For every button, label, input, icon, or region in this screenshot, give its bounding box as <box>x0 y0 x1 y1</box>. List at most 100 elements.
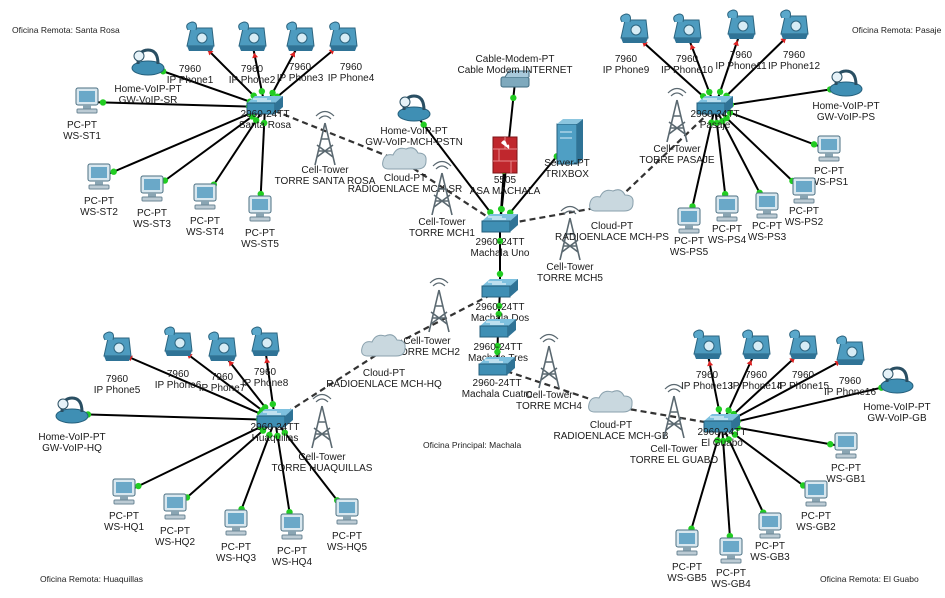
mch-sw3-switch-icon[interactable] <box>479 319 516 338</box>
mch-tower4-tower-icon[interactable] <box>538 333 560 389</box>
cloud-sr-label-line: Cloud-PT <box>384 173 426 184</box>
gb-ph4-phone-icon[interactable] <box>836 335 865 365</box>
gb-pc4-pc-icon[interactable] <box>719 537 743 564</box>
hq-tower-label-line: TORRE HUAQUILLAS <box>272 463 373 474</box>
port-status-light <box>731 431 739 438</box>
gb-sw-label-line: 2960-24TT <box>698 427 747 438</box>
mch-sw4-switch-icon[interactable] <box>478 357 515 376</box>
mch-gw-gateway-icon[interactable] <box>397 94 431 122</box>
gb-pc2-pc-icon[interactable] <box>804 480 828 507</box>
hq-ph4-phone-icon[interactable] <box>251 326 280 356</box>
hq-pc2-pc-icon[interactable] <box>163 493 187 520</box>
ps-gw-gateway-icon[interactable] <box>829 69 863 97</box>
hq-sw-switch-icon[interactable] <box>256 409 293 428</box>
mch-gw-label-line: Home-VoIP-PT <box>380 126 447 137</box>
region-label-pasaje: Oficina Remota: Pasaje <box>852 25 942 35</box>
sr-pc5-pc-icon[interactable] <box>248 195 272 222</box>
ps-ph1-phone-icon[interactable] <box>620 13 649 43</box>
sr-ph4-phone-icon[interactable] <box>329 21 358 51</box>
region-label-el-guabo: Oficina Remota: El Guabo <box>820 574 919 584</box>
gb-pc5-pc-icon[interactable] <box>675 529 699 556</box>
sr-ph1-label-line: IP Phone1 <box>167 75 214 86</box>
gb-ph1-label-line: IP Phone13 <box>681 381 734 392</box>
hq-gw-gateway-icon[interactable] <box>55 396 89 424</box>
cloud-sr-cloud-icon[interactable] <box>382 147 427 170</box>
gb-pc3-label-line: WS-GB3 <box>750 552 790 563</box>
gb-pc5-label-line: PC-PT <box>672 562 702 573</box>
sr-pc3-pc-icon[interactable] <box>140 175 164 202</box>
hq-ph3-label-line: 7960 <box>211 372 234 383</box>
gb-pc2-label-line: WS-GB2 <box>796 522 836 533</box>
hq-pc3-label-line: WS-HQ3 <box>216 553 256 564</box>
ps-tower-tower-icon[interactable] <box>666 87 688 143</box>
port-status-arrow <box>733 40 739 47</box>
modem-modem-icon[interactable] <box>500 70 530 88</box>
server-server-icon[interactable] <box>556 119 583 165</box>
gb-pc1-pc-icon[interactable] <box>834 432 858 459</box>
ps-pc4-pc-icon[interactable] <box>715 195 739 222</box>
port-status-light <box>725 407 732 414</box>
hq-gw-label-line: GW-VoIP-HQ <box>42 443 102 454</box>
port-status-light <box>708 119 715 126</box>
sr-ph3-phone-icon[interactable] <box>286 21 315 51</box>
ps-pc3-pc-icon[interactable] <box>755 192 779 219</box>
cloud-ps-cloud-icon[interactable] <box>589 189 634 212</box>
hq-pc5-pc-icon[interactable] <box>335 498 359 525</box>
hq-pc3-pc-icon[interactable] <box>224 509 248 536</box>
ps-pc1-pc-icon[interactable] <box>817 135 841 162</box>
ps-ph3-phone-icon[interactable] <box>727 9 756 39</box>
cloud-hq-cloud-icon[interactable] <box>361 334 406 357</box>
port-status-light <box>810 141 818 148</box>
gb-pc2-label-line: PC-PT <box>801 511 831 522</box>
cable-link <box>721 355 851 426</box>
sr-ph2-phone-icon[interactable] <box>238 21 267 51</box>
mch-sw1-switch-icon[interactable] <box>481 214 518 233</box>
gb-pc3-pc-icon[interactable] <box>758 512 782 539</box>
mch-tower1-tower-icon[interactable] <box>431 160 453 216</box>
gb-sw-switch-icon[interactable] <box>703 414 740 433</box>
ps-ph4-label-line: 7960 <box>783 50 806 61</box>
sr-pc2-pc-icon[interactable] <box>87 163 111 190</box>
mch-tower2-tower-icon[interactable] <box>428 277 450 333</box>
cloud-gb-cloud-icon[interactable] <box>588 390 633 413</box>
gb-ph4-label-line: IP Phone16 <box>824 387 877 398</box>
port-status-light <box>719 437 727 445</box>
sr-pc4-pc-icon[interactable] <box>193 183 217 210</box>
wireless-link <box>611 106 716 206</box>
asa-label-line: 5505 <box>494 175 517 186</box>
ps-pc5-pc-icon[interactable] <box>677 207 701 234</box>
ps-gw-label-line: GW-VoIP-PS <box>817 112 875 123</box>
ps-pc2-pc-icon[interactable] <box>792 177 816 204</box>
sr-pc1-pc-icon[interactable] <box>75 87 99 114</box>
cloud-hq-label-line: RADIOENLACE MCH-HQ <box>326 379 442 390</box>
ps-ph2-label-line: 7960 <box>676 54 699 65</box>
gb-gw-gateway-icon[interactable] <box>880 366 914 394</box>
sr-pc4-label-line: WS-ST4 <box>186 227 224 238</box>
sr-ph2-label-line: 7960 <box>241 64 264 75</box>
gb-ph1-phone-icon[interactable] <box>693 329 722 359</box>
cloud-hq-label-line: Cloud-PT <box>363 368 405 379</box>
hq-ph1-label-line: 7960 <box>106 374 129 385</box>
port-status-arrow <box>264 357 271 364</box>
hq-ph1-phone-icon[interactable] <box>103 331 132 361</box>
hq-tower-tower-icon[interactable] <box>311 393 333 449</box>
port-status-light <box>99 99 107 106</box>
mch-tower5-tower-icon[interactable] <box>559 205 581 261</box>
hq-pc4-pc-icon[interactable] <box>280 513 304 540</box>
mch-sw2-switch-icon[interactable] <box>481 279 518 298</box>
sr-ph1-phone-icon[interactable] <box>186 21 215 51</box>
gb-tower-tower-icon[interactable] <box>663 383 685 439</box>
sr-tower-tower-icon[interactable] <box>314 110 336 166</box>
ps-ph2-phone-icon[interactable] <box>673 13 702 43</box>
ps-sw-switch-icon[interactable] <box>696 96 733 115</box>
sr-gw-gateway-icon[interactable] <box>131 48 165 76</box>
ps-ph4-phone-icon[interactable] <box>780 9 809 39</box>
hq-pc1-pc-icon[interactable] <box>112 478 136 505</box>
ps-pc3-label-line: PC-PT <box>752 221 782 232</box>
hq-ph2-phone-icon[interactable] <box>164 326 193 356</box>
gb-ph2-phone-icon[interactable] <box>742 329 771 359</box>
sr-sw-switch-icon[interactable] <box>246 96 283 115</box>
gb-ph3-phone-icon[interactable] <box>789 329 818 359</box>
hq-ph3-phone-icon[interactable] <box>208 331 237 361</box>
asa-firewall-icon[interactable] <box>492 136 518 174</box>
